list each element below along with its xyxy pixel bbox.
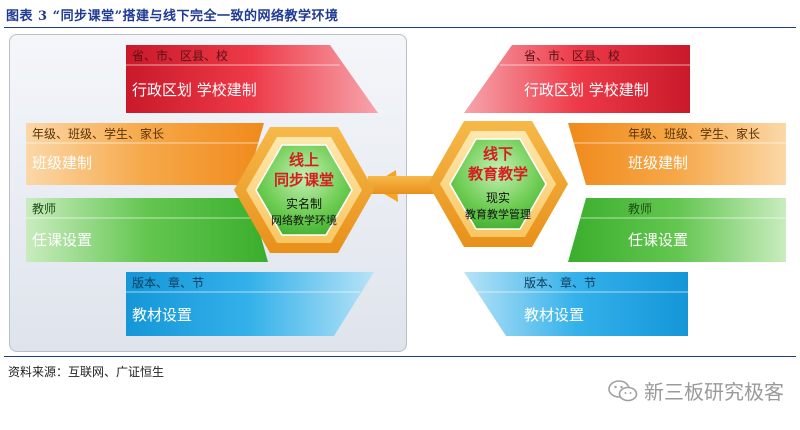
online-hexagon: 线上 同步课堂 实名制 网络教学环境 <box>234 127 374 253</box>
offline-title-1: 线下 <box>483 145 513 163</box>
right-card-textbook-main: 教材设置 <box>524 306 584 324</box>
left-card-admin: 省、市、区县、校 行政区划 学校建制 <box>126 45 378 113</box>
left-card-teacher-sub: 教师 <box>32 201 56 216</box>
right-card-teacher: 教师 任课设置 <box>568 198 786 262</box>
diagram: 省、市、区县、校 行政区划 学校建制 年级、班级、学生、家长 班级建制 教师 任… <box>26 45 786 336</box>
online-title-2: 同步课堂 <box>274 171 334 189</box>
offline-desc-2: 教育教学管理 <box>465 207 531 221</box>
title-rule <box>4 27 796 28</box>
offline-hexagon: 线下 教育教学 现实 教育教学管理 <box>428 121 568 247</box>
online-desc-1: 实名制 <box>286 196 322 211</box>
left-card-class-main: 班级建制 <box>32 154 92 172</box>
left-card-textbook-main: 教材设置 <box>132 306 192 324</box>
connector-bar <box>368 176 448 194</box>
left-card-textbook-sub: 版本、章、节 <box>132 275 204 290</box>
offline-title-2: 教育教学 <box>467 165 528 183</box>
online-title-1: 线上 <box>289 151 319 169</box>
right-card-admin: 省、市、区县、校 行政区划 学校建制 <box>464 45 690 113</box>
right-card-admin-main: 行政区划 学校建制 <box>524 81 649 99</box>
left-card-textbook: 版本、章、节 教材设置 <box>126 272 374 336</box>
left-card-class-sub: 年级、班级、学生、家长 <box>32 126 164 141</box>
figure-title: 图表 3 “同步课堂”搭建与线下完全一致的网络教学环境 <box>6 9 339 24</box>
left-card-teacher-main: 任课设置 <box>32 231 92 249</box>
left-card-class: 年级、班级、学生、家长 班级建制 <box>26 123 264 185</box>
wechat-icon <box>608 379 638 401</box>
footer-rule <box>4 356 796 357</box>
right-card-teacher-sub: 教师 <box>628 201 652 216</box>
right-card-class-main: 班级建制 <box>628 154 688 172</box>
watermark-text: 新三板研究极客 <box>644 380 784 404</box>
left-card-admin-sub: 省、市、区县、校 <box>132 48 228 63</box>
online-desc-2: 网络教学环境 <box>271 213 337 227</box>
offline-desc-1: 现实 <box>486 190 510 205</box>
right-card-class-sub: 年级、班级、学生、家长 <box>628 126 760 141</box>
right-card-textbook: 版本、章、节 教材设置 <box>464 272 688 336</box>
watermark: 新三板研究极客 <box>608 376 784 405</box>
source-note: 资料来源：互联网、广证恒生 <box>8 365 165 379</box>
right-card-class: 年级、班级、学生、家长 班级建制 <box>568 123 786 185</box>
left-card-admin-main: 行政区划 学校建制 <box>132 81 257 99</box>
right-card-admin-sub: 省、市、区县、校 <box>524 48 620 63</box>
right-card-textbook-sub: 版本、章、节 <box>524 275 596 290</box>
left-card-teacher: 教师 任课设置 <box>26 198 268 262</box>
right-card-teacher-main: 任课设置 <box>628 231 688 249</box>
